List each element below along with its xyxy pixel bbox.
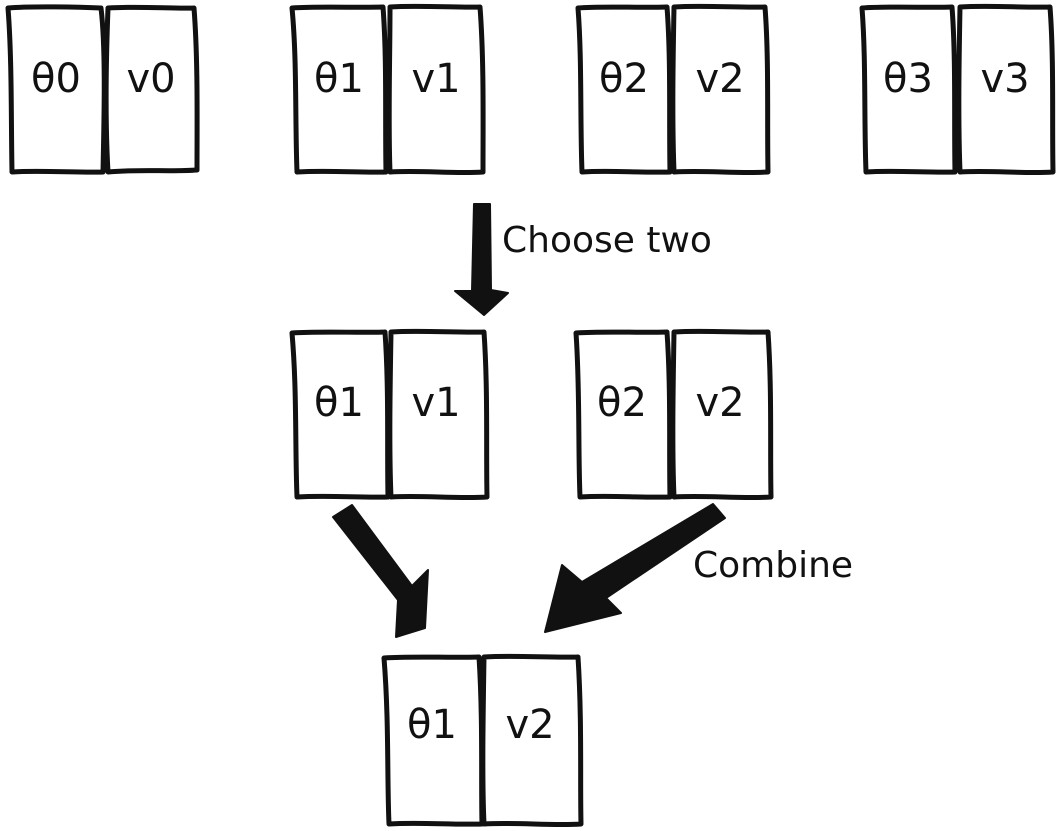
box-border	[289, 3, 486, 176]
theta-cell: θ1	[314, 56, 364, 102]
combine-arrow-left	[332, 504, 429, 638]
choose-arrow	[454, 203, 509, 316]
v-cell: v0	[126, 56, 175, 102]
box-border	[859, 3, 1056, 176]
box-border	[573, 328, 774, 501]
theta-cell: θ0	[31, 56, 81, 102]
top-individual-3: θ3 v3	[859, 3, 1056, 176]
theta-cell: θ2	[599, 56, 649, 102]
top-individual-2: θ2 v2	[575, 3, 771, 176]
v-cell: v2	[695, 380, 744, 426]
v-cell: v2	[505, 702, 554, 748]
theta-cell: θ3	[883, 56, 933, 102]
v-cell: v1	[411, 380, 460, 426]
box-border	[5, 4, 200, 175]
chosen-individual-1: θ1 v1	[289, 328, 490, 501]
box-border	[575, 3, 771, 176]
box-border	[289, 328, 490, 501]
theta-cell: θ1	[407, 702, 457, 748]
choose-label: Choose two	[502, 220, 712, 261]
combine-arrow-right	[544, 503, 726, 633]
v-cell: v2	[695, 56, 744, 102]
top-individual-1: θ1 v1	[289, 3, 486, 176]
box-border	[381, 653, 584, 828]
theta-cell: θ1	[314, 380, 364, 426]
result-individual: θ1 v2	[381, 653, 584, 828]
v-cell: v3	[980, 56, 1029, 102]
theta-cell: θ2	[597, 380, 647, 426]
v-cell: v1	[411, 56, 460, 102]
combine-label: Combine	[693, 545, 853, 586]
top-individual-0: θ0 v0	[5, 4, 200, 175]
chosen-individual-2: θ2 v2	[573, 328, 774, 501]
